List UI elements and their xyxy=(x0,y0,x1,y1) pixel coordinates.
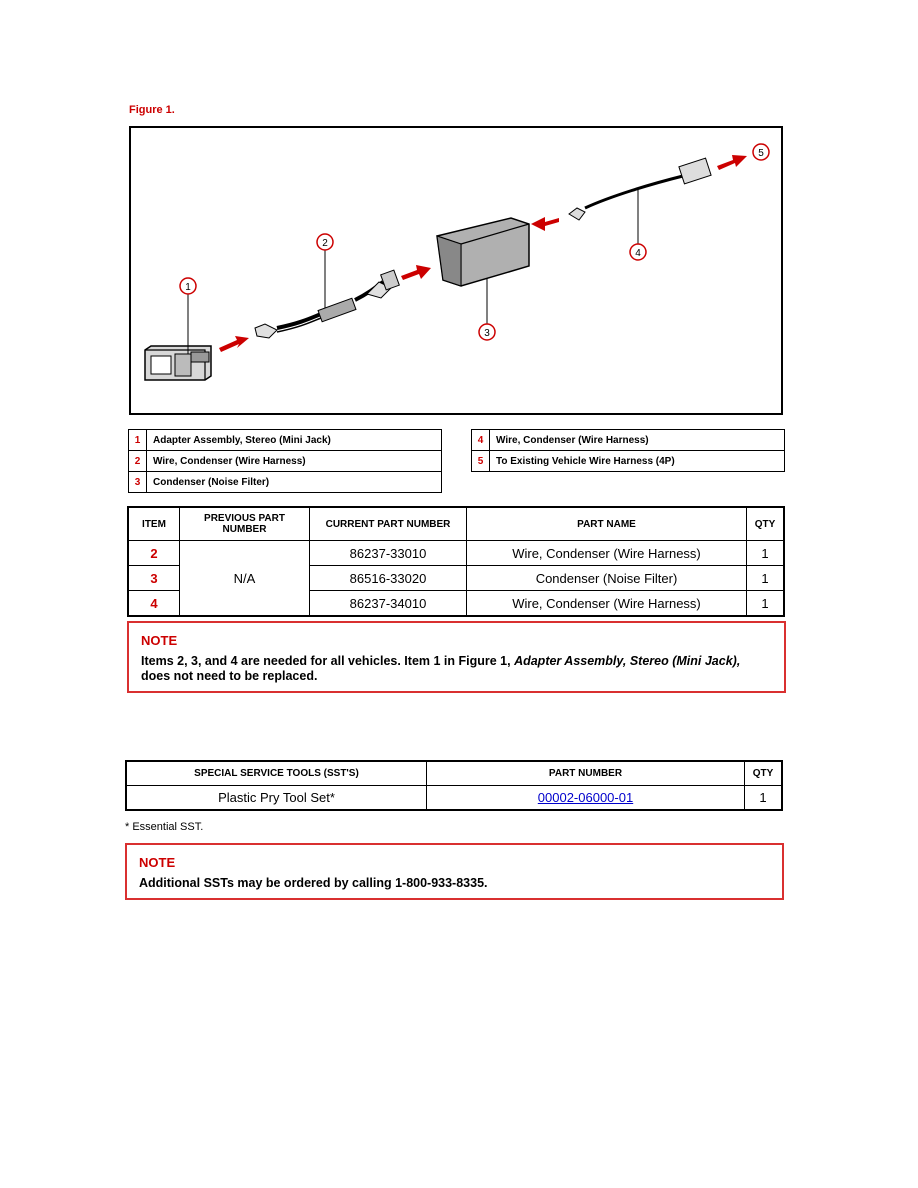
legend-number: 3 xyxy=(128,471,147,493)
note-text: Items 2, 3, and 4 are needed for all veh… xyxy=(141,654,741,683)
header-qty: QTY xyxy=(744,760,783,786)
header-part-name: PART NAME xyxy=(466,506,747,541)
legend-number: 4 xyxy=(471,429,490,451)
note-box-sst: NOTE Additional SSTs may be ordered by c… xyxy=(125,843,784,900)
condenser-illustration xyxy=(436,217,530,287)
tool-part-number-link[interactable]: 00002-06000-01 xyxy=(537,790,634,805)
note-text: Additional SSTs may be ordered by callin… xyxy=(139,876,488,890)
table-row: 4 86237-34010 Wire, Condenser (Wire Harn… xyxy=(127,590,785,617)
header-sst: SPECIAL SERVICE TOOLS (SST'S) xyxy=(125,760,427,786)
table-row: 2 N/A 86237-33010 Wire, Condenser (Wire … xyxy=(127,540,785,617)
legend-number: 1 xyxy=(128,429,147,451)
part-name: Wire, Condenser (Wire Harness) xyxy=(466,540,747,566)
header-qty: QTY xyxy=(746,506,785,541)
legend-text: Wire, Condenser (Wire Harness) xyxy=(489,429,785,451)
table-row: 3 86516-33020 Condenser (Noise Filter) 1 xyxy=(127,565,785,591)
tool-part-number: 00002-06000-01 xyxy=(426,785,745,811)
sst-table: SPECIAL SERVICE TOOLS (SST'S) PART NUMBE… xyxy=(125,760,783,811)
current-part-number: 86237-33010 xyxy=(309,540,467,566)
qty: 1 xyxy=(746,590,785,617)
essential-sst-footnote: * Essential SST. xyxy=(125,821,204,833)
header-item: ITEM xyxy=(127,506,180,541)
part-name: Wire, Condenser (Wire Harness) xyxy=(466,590,747,617)
header-part-number: PART NUMBER xyxy=(426,760,745,786)
current-part-number: 86516-33020 xyxy=(309,565,467,591)
adapter-assembly-illustration xyxy=(144,345,212,381)
legend-text: Condenser (Noise Filter) xyxy=(146,471,442,493)
header-current-part: CURRENT PART NUMBER xyxy=(309,506,467,541)
legend-number: 5 xyxy=(471,450,490,472)
legend-text: Adapter Assembly, Stereo (Mini Jack) xyxy=(146,429,442,451)
figure-label: Figure 1. xyxy=(129,104,175,116)
qty: 1 xyxy=(746,540,785,566)
legend-text: To Existing Vehicle Wire Harness (4P) xyxy=(489,450,785,472)
tool-name: Plastic Pry Tool Set* xyxy=(125,785,427,811)
wire-harness-2-illustration xyxy=(254,269,400,339)
figure-illustration: 1 2 3 xyxy=(129,126,783,415)
callout-5: 5 xyxy=(758,148,764,159)
note-title: NOTE xyxy=(139,855,176,870)
qty: 1 xyxy=(744,785,783,811)
legend-number: 2 xyxy=(128,450,147,472)
qty: 1 xyxy=(746,565,785,591)
callout-4: 4 xyxy=(635,248,641,259)
item-number: 3 xyxy=(127,565,180,591)
note-box-parts: NOTE Items 2, 3, and 4 are needed for al… xyxy=(127,621,786,693)
part-name: Condenser (Noise Filter) xyxy=(466,565,747,591)
callout-1: 1 xyxy=(185,282,191,293)
previous-part-number: N/A xyxy=(179,540,310,617)
item-number: 2 xyxy=(127,540,180,566)
callout-3: 3 xyxy=(484,328,490,339)
callout-2: 2 xyxy=(322,238,328,249)
table-row: Plastic Pry Tool Set* 00002-06000-01 1 xyxy=(125,785,783,811)
parts-diagram: 1 2 3 xyxy=(144,143,770,381)
item-number: 4 xyxy=(127,590,180,617)
sst-table-header: SPECIAL SERVICE TOOLS (SST'S) PART NUMBE… xyxy=(125,760,783,786)
legend-text: Wire, Condenser (Wire Harness) xyxy=(146,450,442,472)
wire-harness-4-illustration xyxy=(568,157,712,221)
note-title: NOTE xyxy=(141,633,178,648)
current-part-number: 86237-34010 xyxy=(309,590,467,617)
